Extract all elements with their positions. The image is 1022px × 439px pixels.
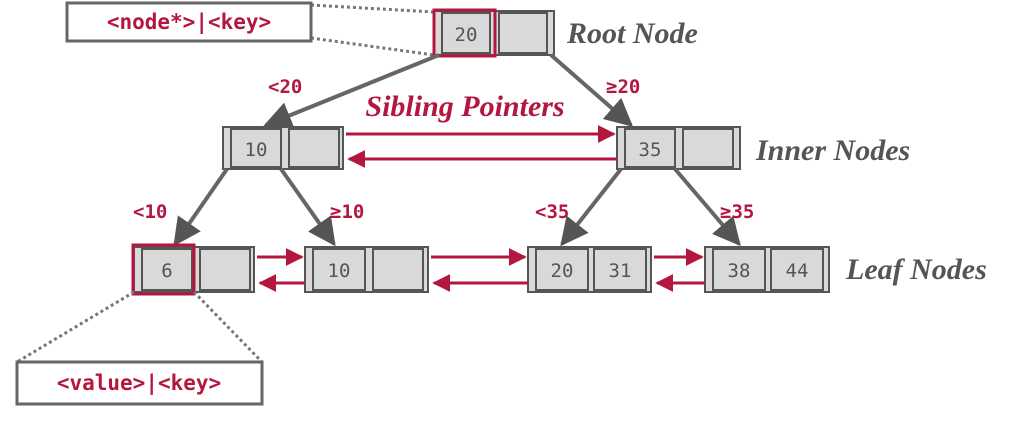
key-cell	[312, 248, 366, 291]
leaf-node-2: 10	[304, 246, 429, 293]
callout-top-leader-lower	[310, 36, 435, 57]
key-cell	[770, 248, 824, 291]
leaf-node-1: 6	[131, 243, 255, 296]
key-cell	[624, 128, 676, 168]
edge-label-inner-right-left: <35	[535, 201, 569, 223]
callout-bottom-leader-right	[192, 290, 264, 364]
leaf-nodes-label: Leaf Nodes	[845, 253, 987, 286]
callout-bottom-text: <value>|<key>	[57, 371, 221, 396]
key-cell	[712, 248, 766, 291]
edge-label-inner-right-right: ≥35	[720, 201, 754, 223]
edge-inner-right-right	[673, 167, 741, 247]
edge-label-inner-left-right: ≥10	[330, 201, 364, 223]
pointer-cell	[498, 12, 548, 54]
callout-value-key: <value>|<key>	[15, 290, 264, 406]
inner-left-key: 10	[245, 139, 268, 161]
edge-root-right	[549, 53, 634, 127]
edge-label-root-left: <20	[268, 76, 302, 98]
leaf-node-4: 38 44	[704, 246, 830, 293]
callout-bottom-leader-left	[16, 290, 135, 364]
key-cell	[141, 248, 193, 291]
root-node-label: Root Node	[566, 17, 698, 50]
leaf4-key-a: 38	[728, 260, 751, 282]
callout-top-text: <node*>|<key>	[107, 10, 271, 35]
leaf1-key: 6	[161, 260, 172, 282]
leaf3-key-a: 20	[551, 260, 574, 282]
inner-nodes-label: Inner Nodes	[755, 134, 910, 167]
key-cell	[593, 248, 647, 291]
root-node: 20	[432, 8, 555, 58]
pointer-cell	[288, 128, 340, 168]
callout-top-leader-upper	[310, 3, 435, 14]
pointer-cell	[682, 128, 734, 168]
callout-node-pointer-key: <node*>|<key>	[65, 1, 435, 57]
edge-inner-left-left	[173, 167, 229, 247]
inner-node-right: 35	[616, 126, 741, 170]
leaf3-key-b: 31	[609, 260, 632, 282]
pointer-cell	[372, 248, 424, 291]
callout-top-box	[65, 1, 313, 43]
edge-root-left	[263, 53, 440, 129]
key-highlight	[432, 8, 497, 58]
key-cell	[441, 12, 491, 54]
inner-right-key: 35	[639, 139, 662, 161]
key-cell	[230, 128, 282, 168]
leaf2-key: 10	[328, 260, 351, 282]
inner-node-left: 10	[222, 126, 344, 170]
sibling-pointers-label: Sibling Pointers	[365, 90, 564, 123]
key-cell	[535, 248, 589, 291]
callout-bottom-box	[15, 360, 264, 406]
leaf-node-3: 20 31	[527, 246, 652, 293]
key-highlight	[131, 243, 196, 296]
edge-inner-left-right	[279, 167, 336, 247]
edge-label-root-right: ≥20	[606, 76, 640, 98]
edge-inner-right-left	[560, 167, 623, 247]
pointer-cell	[199, 248, 251, 291]
edge-label-inner-left-left: <10	[133, 201, 167, 223]
root-key: 20	[455, 24, 478, 46]
leaf4-key-b: 44	[786, 260, 809, 282]
